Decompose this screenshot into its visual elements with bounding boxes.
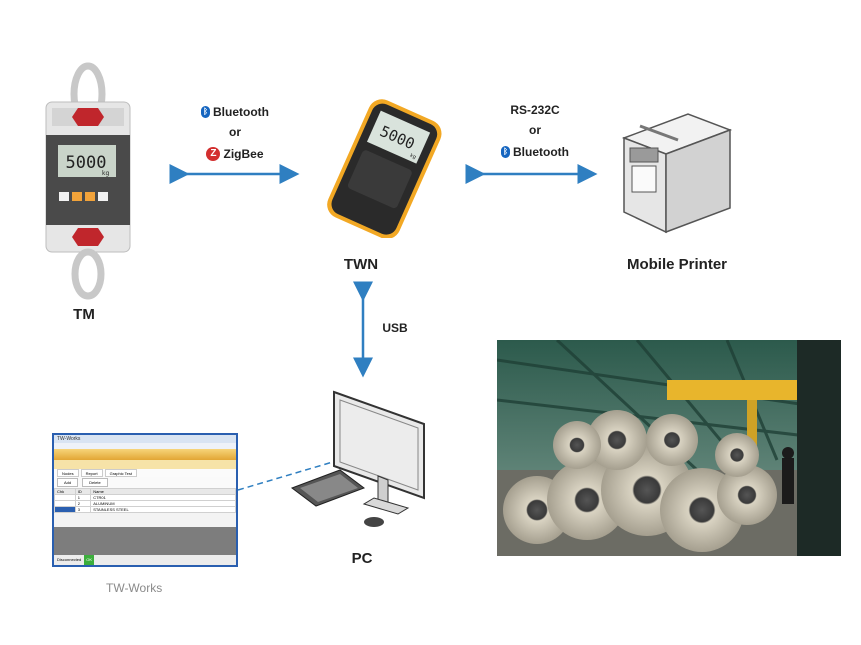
pc-label: PC <box>351 550 373 567</box>
table-row[interactable]: 3 STAINLESS STEEL <box>54 506 236 513</box>
window-button-row: Add Delete <box>54 477 236 488</box>
zigbee-icon: Z <box>206 147 221 161</box>
link-or: or <box>529 123 541 137</box>
window-titlebar: TW-Works <box>54 435 236 443</box>
bluetooth-icon: ᛒ <box>501 146 510 158</box>
printer-label: Mobile Printer <box>626 256 727 273</box>
row-checkbox[interactable] <box>54 506 76 513</box>
row-name: STAINLESS STEEL <box>90 506 236 513</box>
delete-button[interactable]: Delete <box>82 478 108 487</box>
twn-handheld-indicator-illustration: 5000 kg <box>327 99 442 238</box>
tm-label: TM <box>73 306 95 323</box>
bluetooth-icon: ᛒ <box>201 106 210 118</box>
tab-report[interactable]: Report <box>80 469 103 477</box>
steel-coil-warehouse-photo <box>497 340 841 556</box>
link-line1: RS-232C <box>510 103 560 117</box>
twn-label: TWN <box>343 256 379 273</box>
link-line2: ZigBee <box>223 147 264 161</box>
window-menubar <box>54 443 236 449</box>
svg-text:kg: kg <box>102 170 109 177</box>
link-line1: Bluetooth <box>213 105 269 119</box>
window-tabs: Nodes Report Graphic Test <box>54 469 236 477</box>
window-subbar <box>54 460 236 469</box>
status-text: Disconnected <box>57 557 82 562</box>
software-caption: TW-Works <box>106 581 163 595</box>
tab-nodes[interactable]: Nodes <box>57 469 79 477</box>
nodes-table: Chk ID Name 1 CTR01 2 ALUMINUM 3 STAINLE… <box>54 488 236 513</box>
tw-works-window: TW-Works Nodes Report Graphic Test Add D… <box>52 433 238 567</box>
add-button[interactable]: Add <box>57 478 79 487</box>
link-or: or <box>229 125 241 139</box>
status-badge: OK <box>84 555 95 565</box>
svg-text:5000: 5000 <box>66 153 107 173</box>
row-id: 3 <box>74 506 92 513</box>
window-toolbar <box>54 449 236 460</box>
usb-link-label: USB <box>382 321 408 335</box>
tab-graphic-test[interactable]: Graphic Test <box>104 469 137 477</box>
window-empty-area <box>54 527 236 555</box>
svg-text:kg: kg <box>409 153 417 161</box>
pc-illustration <box>290 390 425 527</box>
tm-crane-scale-illustration: 5000 kg <box>45 62 131 300</box>
mobile-printer-illustration <box>621 113 733 234</box>
table-header-row: Chk ID Name <box>54 488 236 495</box>
link-line2: Bluetooth <box>513 145 569 159</box>
